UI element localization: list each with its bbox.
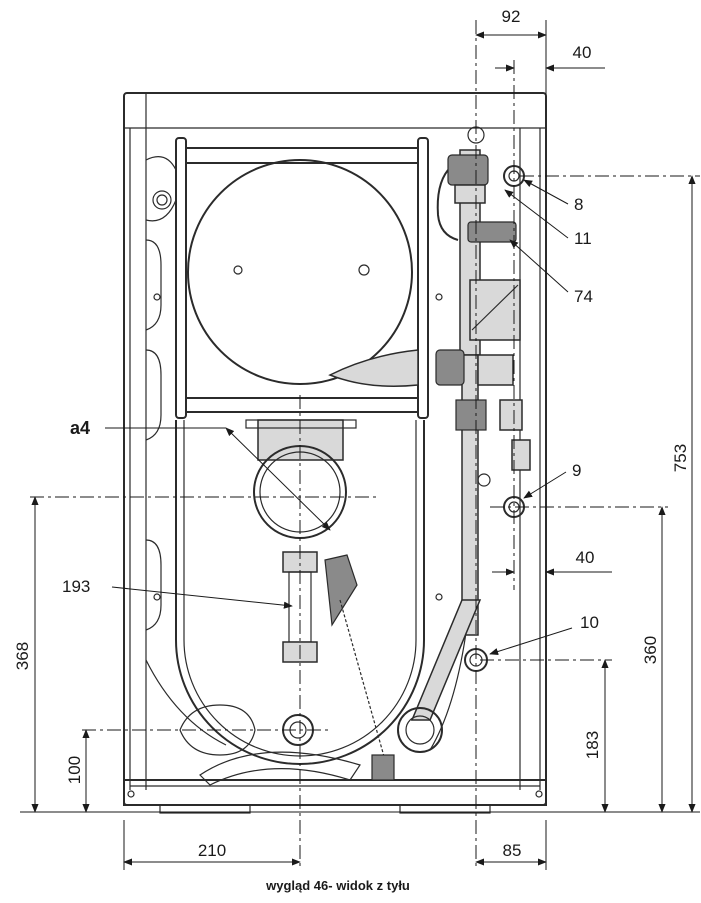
ref-11: 11 bbox=[574, 229, 592, 248]
exchanger-left-side bbox=[145, 156, 443, 631]
dim-92: 92 bbox=[502, 7, 521, 26]
dim-183: 183 bbox=[583, 731, 602, 759]
dim-85: 85 bbox=[503, 841, 522, 860]
hydraulic-pipework bbox=[397, 126, 531, 753]
expansion-vessel bbox=[175, 137, 429, 419]
dim-368: 368 bbox=[13, 642, 32, 670]
ref-9: 9 bbox=[572, 461, 581, 480]
ref-10: 10 bbox=[580, 613, 599, 632]
ref-8: 8 bbox=[574, 195, 583, 214]
ref-a4: a4 bbox=[70, 418, 90, 438]
ref-74: 74 bbox=[574, 287, 593, 306]
dimensions: 92 40 753 360 183 368 100 210 85 40 bbox=[13, 7, 700, 870]
boiler-casing bbox=[123, 92, 547, 814]
dim-210: 210 bbox=[198, 841, 226, 860]
figure-caption: wygląd 46- widok z tyłu bbox=[265, 878, 410, 893]
dim-40-top: 40 bbox=[573, 43, 592, 62]
dim-100: 100 bbox=[65, 756, 84, 784]
ref-193: 193 bbox=[62, 577, 90, 596]
reference-labels: 8 11 74 9 10 a4 193 bbox=[62, 179, 599, 655]
dim-360: 360 bbox=[641, 636, 660, 664]
dim-40-mid: 40 bbox=[576, 548, 595, 567]
dim-753: 753 bbox=[671, 444, 690, 472]
